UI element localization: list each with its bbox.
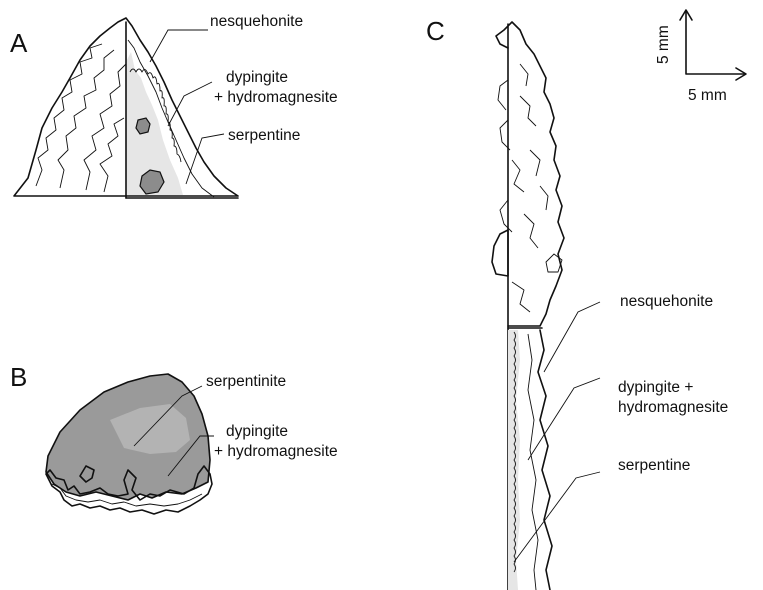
panel-c-leader-serpentine — [514, 472, 600, 562]
scale-bar-vertical-label: 5 mm — [655, 25, 672, 64]
panel-a: A nesquehonite dypingite + hydromagnesit… — [10, 13, 338, 198]
panel-c-label-dypingite: dypingite + — [618, 379, 693, 396]
panel-c-upper-crust — [496, 22, 564, 326]
panel-c-leader-dypingite — [528, 378, 600, 460]
panel-c-upper-lobes — [498, 64, 548, 248]
panel-c-letter: C — [426, 16, 445, 46]
panel-b-letter: B — [10, 362, 27, 392]
panel-b-label-hydromagnesite: + hydromagnesite — [214, 443, 338, 460]
panel-c-label-nesquehonite: nesquehonite — [620, 293, 713, 310]
panel-b-label-serpentinite: serpentinite — [206, 373, 286, 390]
scale-bar-horizontal-label: 5 mm — [688, 87, 727, 104]
panel-a-label-hydromagnesite: + hydromagnesite — [214, 89, 338, 106]
panel-a-letter: A — [10, 28, 28, 58]
panel-a-crust-left — [36, 44, 126, 192]
panel-b-label-dypingite: dypingite — [226, 423, 288, 440]
panel-c-dypingite-band — [528, 334, 538, 590]
panel-c-label-hydromagnesite: hydromagnesite — [618, 399, 728, 416]
panel-a-grain-upper — [136, 118, 150, 134]
scale-bar: 5 mm 5 mm — [655, 10, 746, 104]
panel-b: B serpentinite dypingite + hydromagnesit… — [10, 362, 338, 514]
panel-c: C nesquehonite dypingite + hydromagnesit… — [426, 10, 746, 590]
panel-a-leader-nesquehonite — [150, 30, 208, 62]
panel-c-label-serpentine: serpentine — [618, 457, 690, 474]
panel-a-leader-serpentine — [186, 134, 224, 184]
panel-a-label-nesquehonite: nesquehonite — [210, 13, 303, 30]
panel-a-label-dypingite: dypingite — [226, 69, 288, 86]
panel-c-side-lobe — [492, 230, 508, 276]
panel-c-leader-nesquehonite — [544, 302, 600, 372]
scale-bar-axes — [686, 12, 744, 74]
panel-c-mid-lobe — [512, 282, 530, 312]
panel-a-label-serpentine: serpentine — [228, 127, 300, 144]
panel-c-lower-crust — [538, 330, 552, 590]
